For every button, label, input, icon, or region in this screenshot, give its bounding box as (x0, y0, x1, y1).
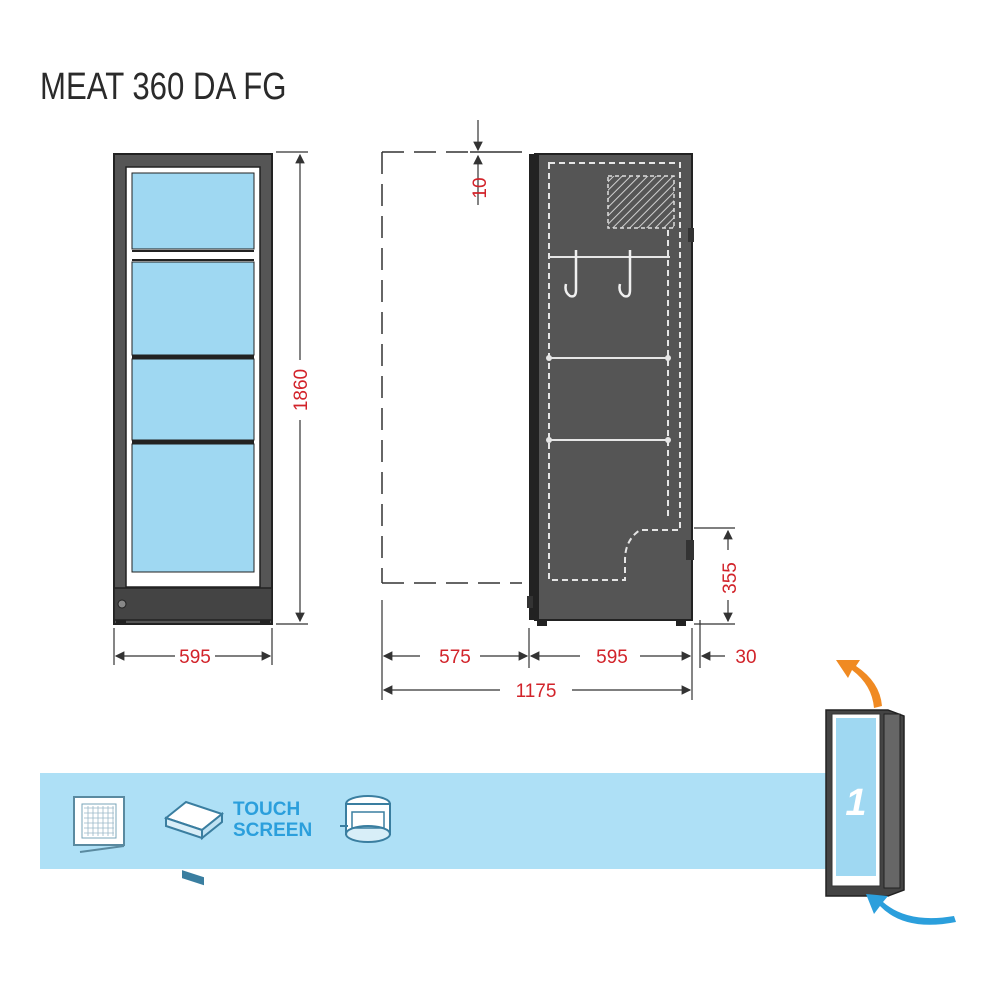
meat-hook-icon (564, 250, 578, 298)
dim-front-width: 595 (179, 647, 211, 668)
dim-rear-gap: 30 (735, 647, 756, 668)
page-title: MEAT 360 DA FG (40, 66, 287, 108)
door-swing-outline (381, 151, 522, 584)
dim-compressor-height: 355 (720, 562, 741, 594)
feature-band (40, 773, 830, 869)
dim-side-depth: 595 (596, 647, 628, 668)
dim-top-gap: 10 (470, 177, 491, 198)
side-view (527, 153, 694, 626)
front-view (113, 153, 273, 625)
touch-screen-label: TOUCH SCREEN (233, 799, 312, 841)
dim-total-depth: 1175 (516, 681, 557, 702)
meat-hook-icon (618, 250, 632, 298)
dim-door-open: 575 (439, 647, 471, 668)
touch-label-line1: TOUCH (233, 799, 301, 820)
dim-height: 1860 (291, 369, 312, 411)
touch-label-line2: SCREEN (233, 820, 313, 841)
